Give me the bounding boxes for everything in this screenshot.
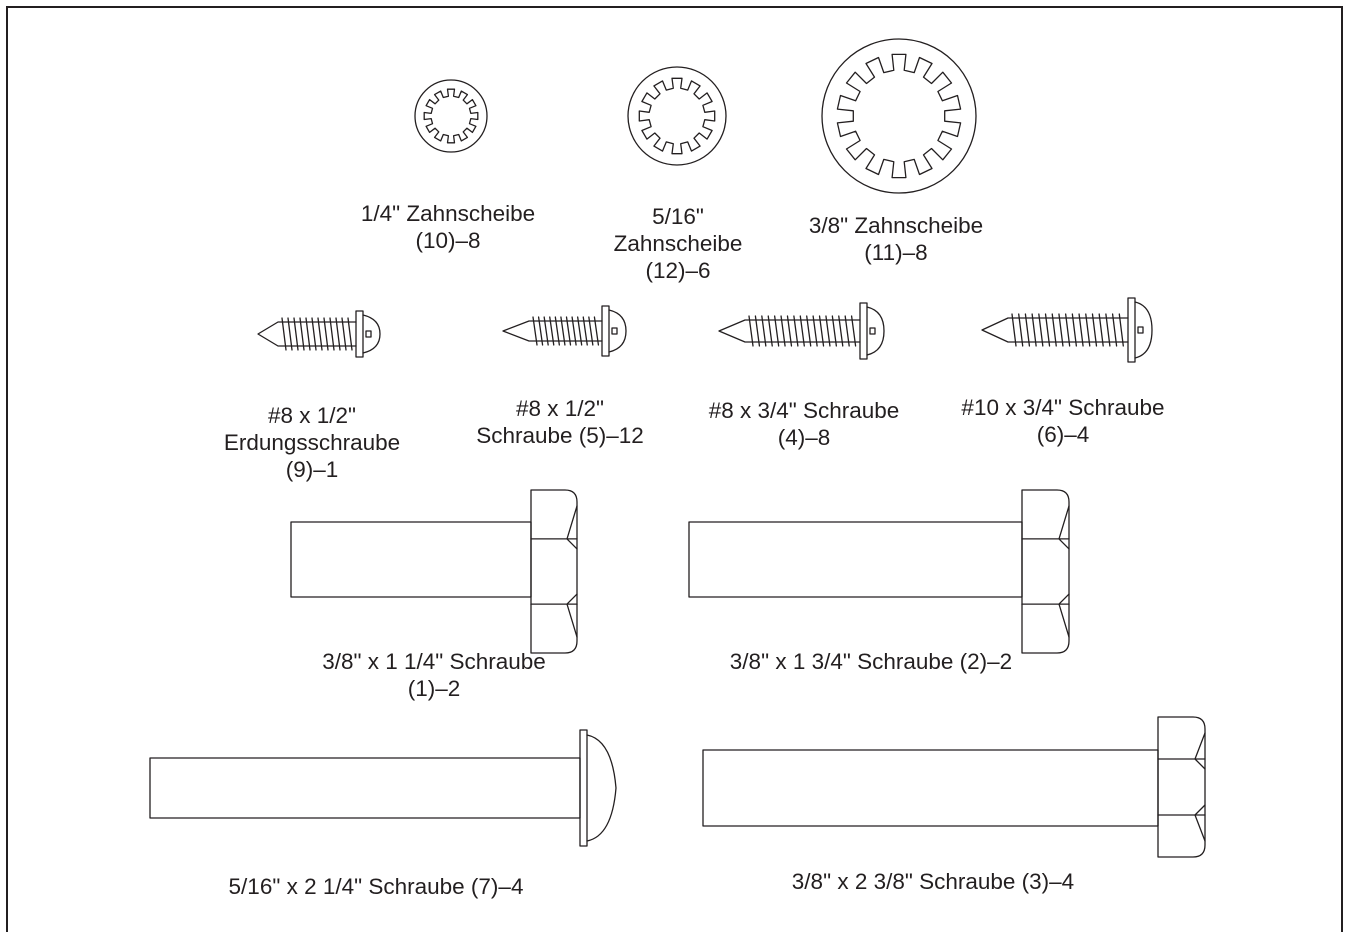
tooth-lock-washer-icon	[627, 66, 727, 166]
pan-head-screw-icon	[718, 302, 885, 360]
label-washer-3-8: 3/8" Zahnscheibe (11)–8	[809, 212, 983, 266]
label-line: Erdungsschraube	[223, 430, 401, 455]
pan-head-screw-icon	[981, 297, 1153, 363]
label-line: 1/4" Zahnscheibe	[360, 201, 536, 226]
label-line: 5/16" x 2 1/4" Schraube (7)–4	[228, 874, 524, 899]
label-line: 3/8" x 2 3/8" Schraube (3)–4	[791, 869, 1075, 894]
label-line: #10 x 3/4" Schraube	[961, 395, 1165, 420]
label-line: (1)–2	[407, 676, 461, 701]
label-washer-5-16: 5/16" Zahnscheibe (12)–6	[614, 203, 743, 284]
button-head-bolt-icon	[149, 729, 617, 847]
label-line: 3/8" x 1 3/4" Schraube (2)–2	[729, 649, 1013, 674]
label-line: #8 x 1/2"	[515, 396, 605, 421]
tooth-lock-washer-icon	[821, 38, 977, 194]
label-screw-8-half: #8 x 1/2" Schraube (5)–12	[476, 395, 644, 449]
label-screw-10-three-quarter: #10 x 3/4" Schraube (6)–4	[961, 394, 1164, 448]
label-line: (4)–8	[777, 425, 831, 450]
tooth-lock-washer-icon	[414, 79, 488, 153]
hex-bolt-icon	[688, 489, 1070, 654]
label-line: 3/8" x 1 1/4" Schraube	[322, 649, 546, 674]
label-bolt-1-3-4: 3/8" x 1 3/4" Schraube (2)–2	[730, 648, 1012, 675]
label-line: (11)–8	[864, 240, 928, 265]
label-washer-1-4: 1/4" Zahnscheibe (10)–8	[361, 200, 535, 254]
diagram-frame	[6, 6, 1343, 932]
label-line: #8 x 3/4" Schraube	[708, 398, 900, 423]
label-bolt-1-1-4: 3/8" x 1 1/4" Schraube (1)–2	[322, 648, 546, 702]
pan-head-screw-icon	[502, 305, 627, 357]
label-bolt-2-3-8: 3/8" x 2 3/8" Schraube (3)–4	[792, 868, 1074, 895]
label-line: (6)–4	[1036, 422, 1090, 447]
label-line: 5/16"	[652, 204, 704, 229]
hex-bolt-icon	[702, 716, 1206, 858]
label-line: (9)–1	[285, 457, 339, 482]
label-line: #8 x 1/2"	[267, 403, 357, 428]
label-line: Schraube (5)–12	[476, 423, 644, 448]
label-line: (10)–8	[415, 228, 481, 253]
label-bolt-2-1-4: 5/16" x 2 1/4" Schraube (7)–4	[229, 873, 524, 900]
label-line: (12)–6	[645, 258, 711, 283]
label-ground-screw: #8 x 1/2" Erdungsschraube (9)–1	[224, 402, 400, 483]
pan-head-screw-icon	[257, 310, 381, 358]
label-line: 3/8" Zahnscheibe	[808, 213, 984, 238]
label-screw-8-three-quarter: #8 x 3/4" Schraube (4)–8	[709, 397, 900, 451]
label-line: Zahnscheibe	[613, 231, 743, 256]
hex-bolt-icon	[290, 489, 578, 654]
